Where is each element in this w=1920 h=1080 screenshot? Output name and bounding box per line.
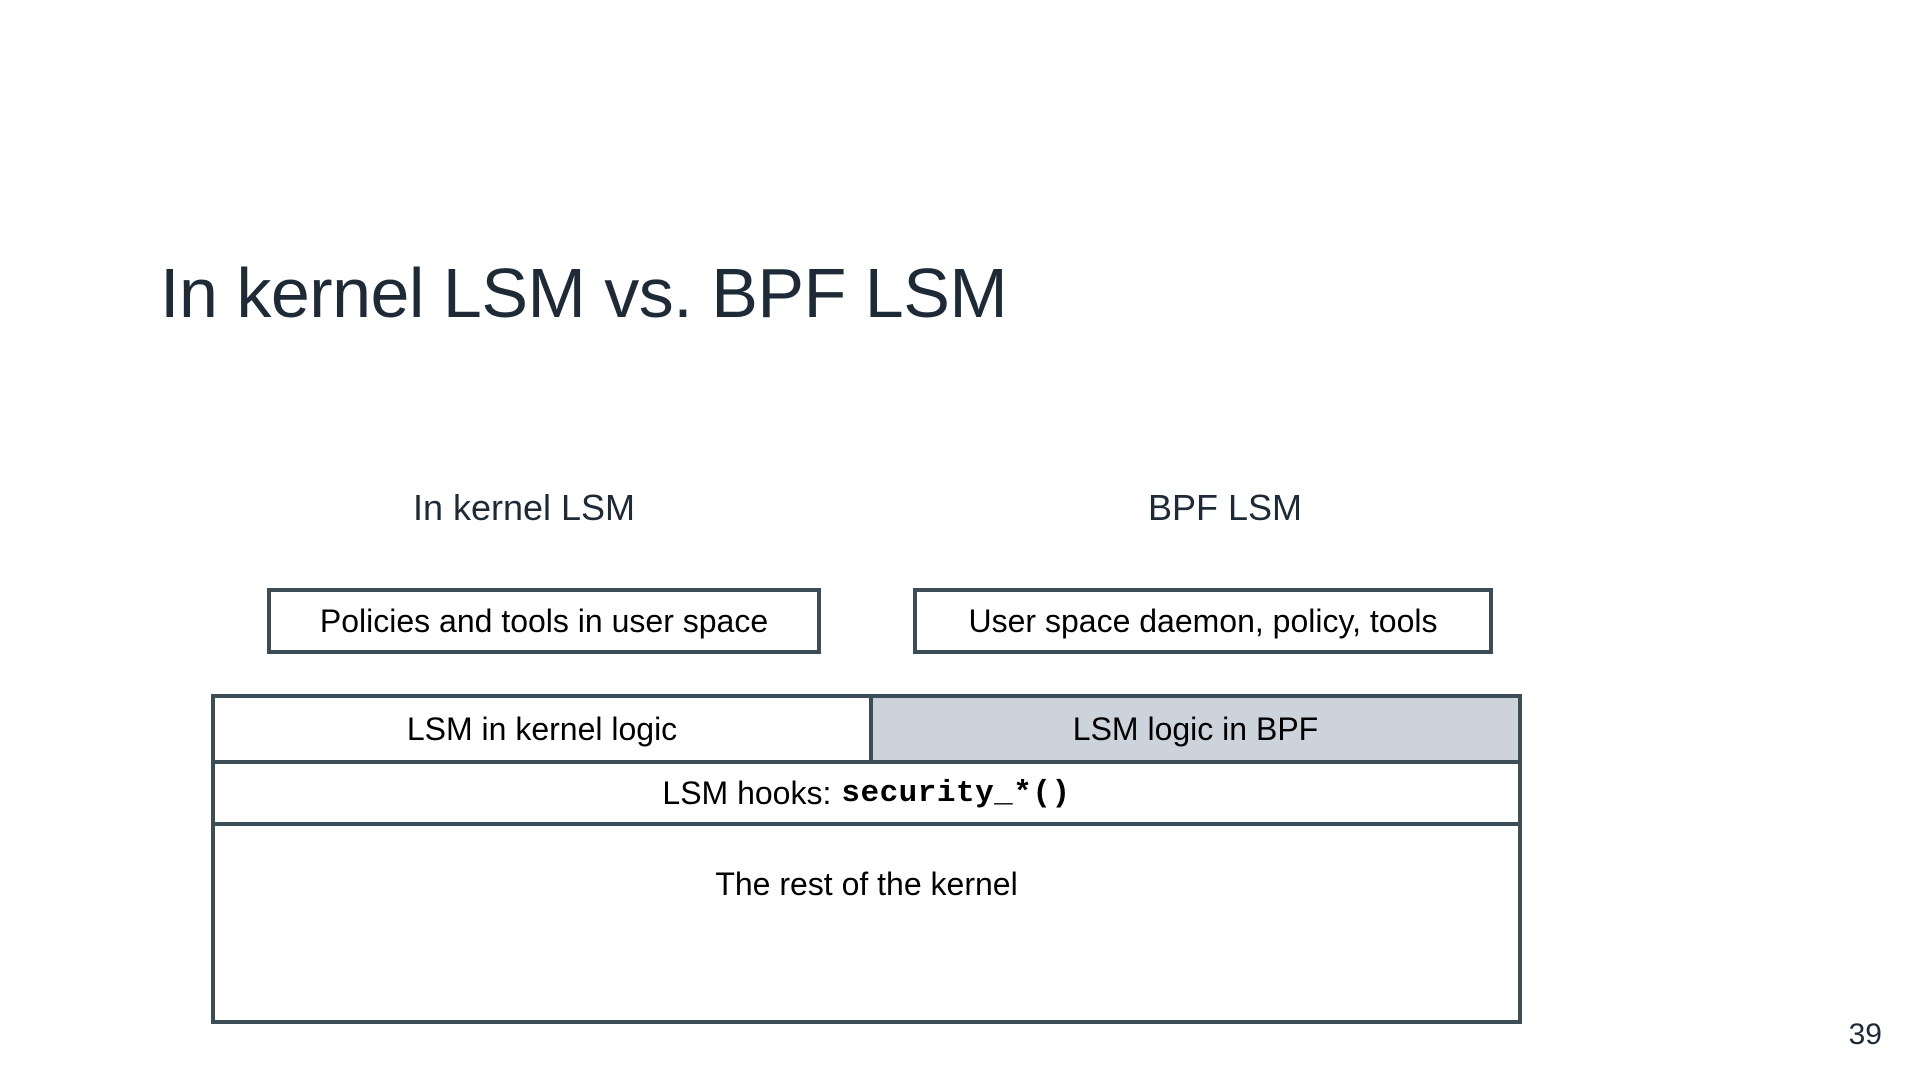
rest-of-kernel-row: The rest of the kernel — [215, 826, 1518, 1020]
kernel-logic-in-kernel-label: LSM in kernel logic — [406, 710, 678, 747]
lsm-hooks-label: LSM hooks: — [662, 774, 832, 811]
kernel-logic-cell-bpf: LSM logic in BPF — [873, 698, 1518, 760]
userspace-box-left-label: Policies and tools in user space — [319, 602, 769, 639]
rest-of-kernel-label: The rest of the kernel — [715, 866, 1018, 902]
page-title: In kernel LSM vs. BPF LSM — [160, 254, 1008, 332]
kernel-stack-diagram: LSM in kernel logic LSM logic in BPF LSM… — [211, 694, 1522, 1024]
userspace-box-right-label: User space daemon, policy, tools — [968, 602, 1438, 639]
page-number: 39 — [1848, 1018, 1882, 1051]
lsm-hooks-row: LSM hooks: security_*() — [215, 764, 1518, 826]
userspace-box-in-kernel-lsm: Policies and tools in user space — [267, 588, 821, 654]
userspace-box-bpf-lsm: User space daemon, policy, tools — [913, 588, 1493, 654]
kernel-logic-bpf-label: LSM logic in BPF — [1072, 710, 1319, 747]
column-header-in-kernel-lsm: In kernel LSM — [412, 487, 636, 528]
kernel-logic-row: LSM in kernel logic LSM logic in BPF — [215, 698, 1518, 764]
kernel-logic-cell-in-kernel: LSM in kernel logic — [215, 698, 873, 760]
lsm-hooks-code: security_*() — [841, 775, 1071, 811]
column-header-bpf-lsm: BPF LSM — [1147, 487, 1303, 528]
